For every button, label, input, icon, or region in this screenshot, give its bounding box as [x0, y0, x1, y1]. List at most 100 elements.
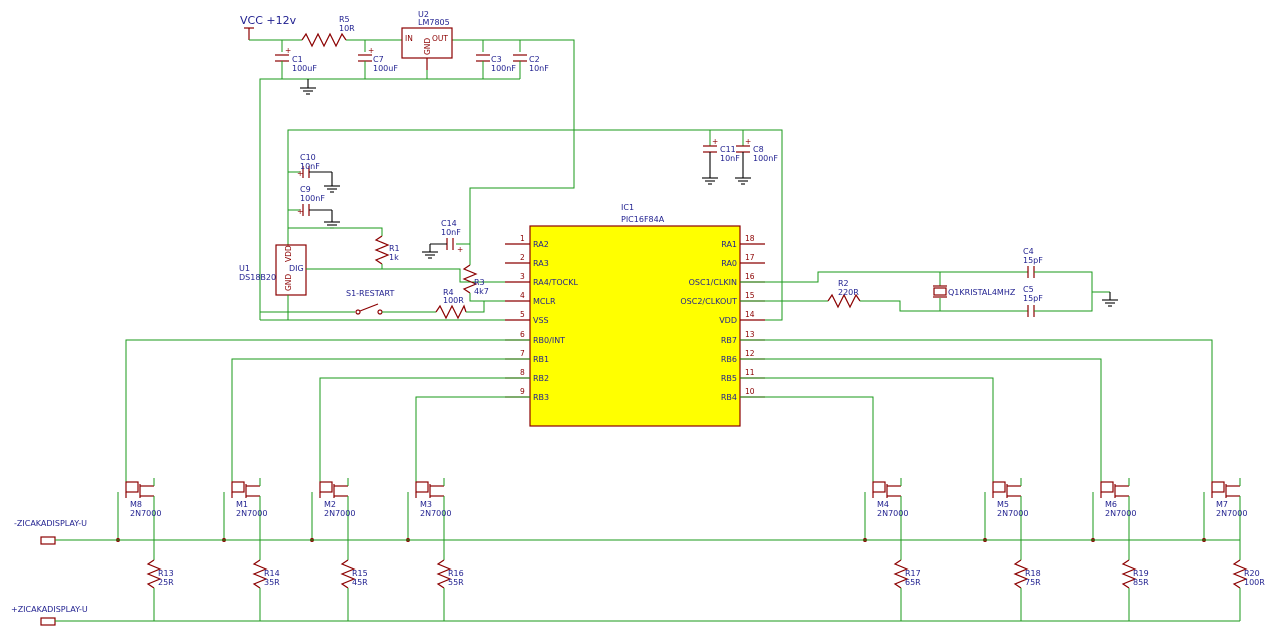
svg-text:15pF: 15pF	[1023, 294, 1043, 303]
ground-symbol	[300, 79, 316, 95]
resistor-r5: R5 10R	[301, 15, 355, 48]
ic-pin-name: RB1	[533, 355, 549, 364]
ic-pin-number: 13	[745, 330, 755, 339]
ground-symbol-osc	[1102, 292, 1118, 307]
mosfet-value: 2N7000	[130, 509, 161, 518]
svg-text:10nF: 10nF	[441, 228, 461, 237]
vcc-symbol: VCC +12v	[240, 14, 297, 40]
ic-pin-number: 9	[520, 387, 525, 396]
resistor-r3: R3 4k7	[462, 264, 489, 296]
svg-text:100nF: 100nF	[753, 154, 778, 163]
svg-text:+: +	[745, 137, 751, 146]
connector-plus: +ZICAKADISPLAY-U	[11, 605, 88, 626]
ic-pin-number: 12	[745, 349, 755, 358]
mosfet-ref: M2	[324, 500, 336, 509]
capacitor-c7: + C7 100uF	[358, 46, 398, 73]
svg-text:10nF: 10nF	[300, 162, 320, 171]
mosfet-ref: M1	[236, 500, 248, 509]
svg-text:C11: C11	[720, 145, 736, 154]
svg-text:S1-RESTART: S1-RESTART	[346, 289, 394, 298]
mosfet-value: 2N7000	[420, 509, 451, 518]
ic-pin-number: 17	[745, 253, 755, 262]
svg-text:GND: GND	[284, 274, 293, 291]
resistor-value: 25R	[158, 578, 174, 587]
svg-text:GND: GND	[423, 38, 432, 55]
resistor-value: 65R	[905, 578, 921, 587]
svg-text:4k7: 4k7	[474, 287, 489, 296]
capacitor-c3: C3 100nF	[476, 54, 516, 73]
resistor-ref: R18	[1025, 569, 1041, 578]
svg-text:R1: R1	[389, 244, 400, 253]
capacitor-c4: C4 15pF	[1023, 247, 1043, 278]
svg-text:C3: C3	[491, 55, 502, 64]
svg-text:C1: C1	[292, 55, 303, 64]
svg-text:-ZICAKADISPLAY-U: -ZICAKADISPLAY-U	[14, 519, 87, 528]
svg-text:+: +	[297, 169, 303, 178]
svg-text:Q1KRISTAL4MHZ: Q1KRISTAL4MHZ	[948, 288, 1016, 297]
ic-pin-name: RA3	[533, 259, 549, 268]
resistor-ref: R16	[448, 569, 464, 578]
svg-text:C5: C5	[1023, 285, 1034, 294]
mosfet-ref: M5	[997, 500, 1009, 509]
ic-pin-number: 14	[745, 310, 755, 319]
ic-pin-number: 8	[520, 368, 525, 377]
ic-pin-number: 2	[520, 253, 525, 262]
mosfet-value: 2N7000	[997, 509, 1028, 518]
resistor-r4: R4 100R	[435, 288, 467, 320]
svg-text:R3: R3	[474, 278, 485, 287]
ic-pin-number: 7	[520, 349, 525, 358]
ic-pin-number: 6	[520, 330, 525, 339]
ic-pin-name: RB7	[721, 336, 737, 345]
switch-s1: S1-RESTART	[346, 289, 394, 315]
ic-pin-number: 15	[745, 291, 755, 300]
capacitor-c11: + C11 10nF	[702, 137, 740, 185]
resistor-r1: R1 1k	[374, 235, 400, 265]
resistor-r2: R2 220R	[827, 279, 861, 309]
sensor-u1: VDD GND DIG U1 DS18B20	[239, 244, 307, 296]
ic-pin-name: RB3	[533, 393, 549, 402]
svg-text:10nF: 10nF	[720, 154, 740, 163]
ic-pin-name: VSS	[533, 316, 549, 325]
ic-pin-name: RA0	[721, 259, 737, 268]
svg-text:+ZICAKADISPLAY-U: +ZICAKADISPLAY-U	[11, 605, 88, 614]
svg-text:PIC16F84A: PIC16F84A	[621, 215, 665, 224]
resistor-ref: R15	[352, 569, 368, 578]
svg-text:10nF: 10nF	[529, 64, 549, 73]
svg-text:+: +	[285, 46, 291, 55]
svg-text:100R: 100R	[443, 296, 464, 305]
svg-text:R4: R4	[443, 288, 454, 297]
ic-pin-number: 11	[745, 368, 755, 377]
mosfet-value: 2N7000	[877, 509, 908, 518]
capacitor-c8: + C8 100nF	[735, 137, 778, 185]
capacitor-c10: + C10 10nF	[297, 153, 340, 193]
svg-text:C8: C8	[753, 145, 764, 154]
resistor-ref: R20	[1244, 569, 1260, 578]
ic-pin-name: VDD	[719, 316, 737, 325]
mosfet-value: 2N7000	[236, 509, 267, 518]
ic-pin-name: OSC1/CLKIN	[689, 278, 737, 287]
mosfet-value: 2N7000	[324, 509, 355, 518]
ic-pin-number: 5	[520, 310, 525, 319]
ic-pin-name: RB6	[721, 355, 737, 364]
mosfet-ref: M7	[1216, 500, 1228, 509]
svg-text:+: +	[712, 137, 718, 146]
svg-text:+: +	[297, 207, 303, 216]
resistor-value: 35R	[264, 578, 280, 587]
ic-pin-name: RA2	[533, 240, 549, 249]
capacitor-c2: C2 10nF	[513, 54, 549, 73]
svg-text:C2: C2	[529, 55, 540, 64]
svg-text:100uF: 100uF	[373, 64, 398, 73]
ic-pin-number: 10	[745, 387, 755, 396]
